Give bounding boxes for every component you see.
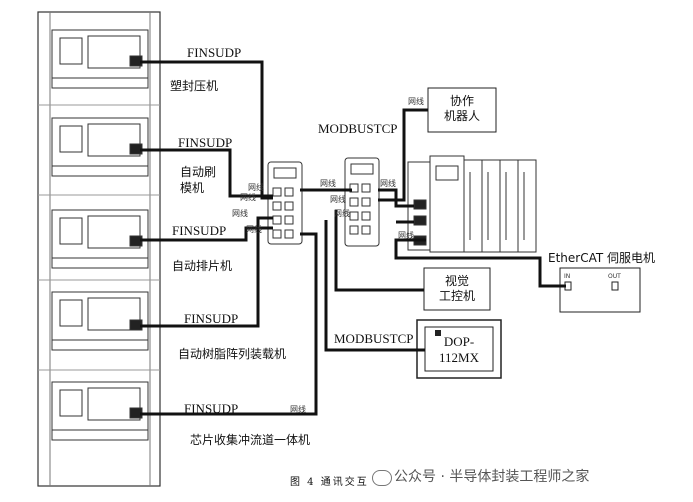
cable-label-2: 网线 — [240, 193, 256, 202]
machine-label-resin-loader: 自动树脂阵列装载机 — [178, 347, 287, 361]
servo-label: EtherCAT 伺服电机 — [548, 251, 656, 265]
vision-pc-label: 视觉 工控机 — [427, 274, 487, 304]
vision-pc-box — [423, 267, 491, 311]
servo-port-in: IN — [564, 273, 571, 280]
hmi-panel — [416, 319, 502, 379]
robot-label-line2: 机器人 — [443, 109, 480, 123]
finsudp-label-3: FINSUDP — [172, 223, 227, 238]
plc-unit-2 — [51, 117, 149, 177]
cable-label-1: 网线 — [248, 183, 264, 192]
hmi-label: DOP- 112MX — [425, 334, 493, 367]
robot-label: 协作 机器人 — [432, 94, 492, 124]
motion-controller-rack — [407, 155, 537, 253]
figure-caption: 图 4 通讯交互 — [290, 477, 369, 488]
machine-label-brush-line1: 自动刷 — [180, 165, 217, 179]
modbustcp-label-robot: MODBUSTCP — [318, 121, 398, 136]
finsudp-label-5: FINSUDP — [184, 401, 239, 416]
hmi-label-line1: DOP- — [443, 334, 475, 349]
plc-unit-5 — [51, 381, 149, 441]
plc-unit-4 — [51, 291, 149, 351]
cable-label-3: 网线 — [232, 209, 248, 218]
cable-label-10: 网线 — [334, 209, 350, 218]
cable-label-8: 网线 — [408, 97, 424, 106]
network-switch-2 — [344, 157, 380, 247]
cable-label-4: 网线 — [246, 225, 262, 234]
cable-label-11: 网线 — [398, 231, 414, 240]
finsudp-label-1: FINSUDP — [187, 45, 242, 60]
machine-label-chip-collector: 芯片收集冲流道一体机 — [190, 433, 311, 447]
hmi-label-line2: 112MX — [439, 350, 479, 366]
servo-port-out: OUT — [608, 273, 621, 280]
cable-label-5: 网线 — [290, 405, 306, 414]
vision-label-line1: 视觉 — [444, 274, 469, 288]
robot-label-line1: 协作 — [449, 94, 474, 108]
machine-label-molding-press: 塑封压机 — [170, 79, 219, 93]
finsudp-label-2: FINSUDP — [178, 135, 233, 150]
servo-motor-box — [559, 267, 641, 313]
plc-unit-3 — [51, 209, 149, 269]
machine-label-brush-line2: 模机 — [180, 181, 205, 195]
cable-label-9: 网线 — [330, 195, 346, 204]
wechat-icon — [372, 470, 392, 486]
cable-label-7: 网线 — [380, 179, 396, 188]
cable-label-6: 网线 — [320, 179, 336, 188]
network-cables — [140, 60, 566, 416]
finsudp-label-4: FINSUDP — [184, 311, 239, 326]
vision-label-line2: 工控机 — [438, 289, 475, 303]
modbustcp-label-hmi: MODBUSTCP — [334, 331, 414, 346]
plc-rack — [37, 11, 161, 487]
network-switch-1 — [267, 161, 303, 245]
plc-unit-1 — [51, 29, 149, 89]
watermark-text: 公众号 · 半导体封装工程师之家 — [394, 469, 590, 485]
machine-label-auto-arrange: 自动排片机 — [172, 259, 233, 273]
